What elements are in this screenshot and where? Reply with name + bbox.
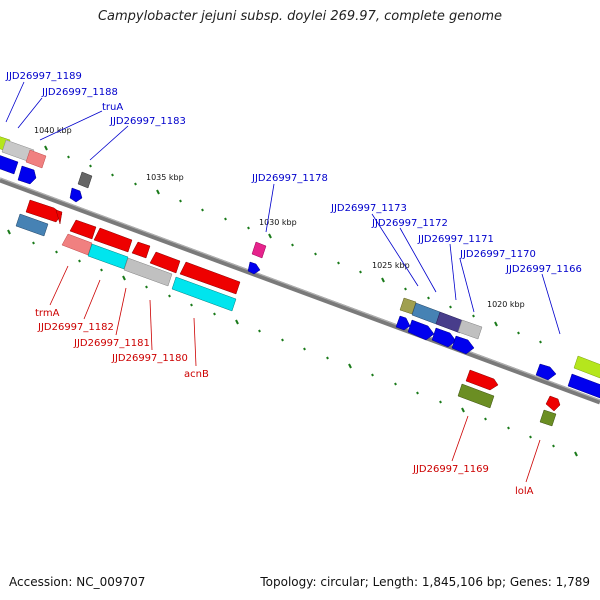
label-jjd26997-1180: JJD26997_1180	[111, 353, 188, 364]
gene-trma[interactable]	[61, 233, 93, 256]
gene-jjd26997-1183[interactable]	[77, 171, 93, 189]
gene-jjd26997-1171[interactable]	[435, 311, 465, 334]
label-jjd26997-1181: JJD26997_1181	[73, 338, 150, 349]
genome-backbone	[0, 177, 600, 405]
gene-red-top-2[interactable]	[93, 227, 133, 253]
ruler-ticks-upper	[44, 145, 542, 344]
gene-jjd26997-1173[interactable]	[399, 297, 417, 315]
gene-small-blue-1178[interactable]	[247, 261, 261, 275]
gene-feature-left-blue-b[interactable]	[17, 165, 37, 185]
gene-red-top-3[interactable]	[131, 241, 151, 259]
label-acnb: acnB	[184, 369, 209, 380]
label-jjd26997-1178: JJD26997_1178	[251, 173, 328, 184]
map-title-overlay: Campylobacter jejuni subsp. doylei 269.9…	[97, 9, 503, 24]
gene-right-blue[interactable]	[567, 373, 600, 399]
label-jjd26997-1169: JJD26997_1169	[412, 464, 489, 475]
kbp-label-1020: 1020 kbp	[487, 300, 525, 309]
label-trua: truA	[102, 102, 123, 113]
leader-lines-blue	[5, 81, 561, 335]
ruler-ticks-lower	[7, 229, 578, 457]
gene-jjd26997-1181[interactable]	[123, 257, 173, 287]
leader-lines-red	[49, 265, 541, 483]
gene-jjd26997-1166[interactable]	[535, 363, 557, 381]
gene-jjd26997-1169-red[interactable]	[465, 369, 499, 391]
kbp-label-1035: 1035 kbp	[146, 173, 184, 182]
gene-small-blue-1183[interactable]	[69, 187, 83, 203]
gene-lola[interactable]	[539, 409, 557, 427]
topology-summary-text: Topology: circular; Length: 1,845,106 bp…	[260, 575, 590, 589]
label-jjd26997-1182: JJD26997_1182	[37, 322, 114, 333]
gene-feature-left-blue-a[interactable]	[0, 154, 19, 175]
label-jjd26997-1171: JJD26997_1171	[417, 234, 494, 245]
gene-jjd26997-1178[interactable]	[251, 241, 267, 259]
gene-cluster-blue-d[interactable]	[451, 335, 475, 355]
gene-jjd26997-1172[interactable]	[411, 302, 441, 325]
accession-text: Accession: NC_009707	[9, 575, 146, 589]
kbp-label-1025: 1025 kbp	[372, 261, 410, 270]
gene-jjd26997-1182[interactable]	[87, 243, 129, 270]
label-jjd26997-1173: JJD26997_1173	[330, 203, 407, 214]
gene-red-top-1[interactable]	[69, 219, 97, 240]
gene-cluster-blue-a[interactable]	[395, 315, 411, 331]
label-jjd26997-1189: JJD26997_1189	[5, 71, 82, 82]
gene-left-steelblue[interactable]	[15, 213, 49, 237]
gene-red-top-5[interactable]	[179, 261, 241, 295]
label-trma: trmA	[35, 308, 60, 319]
gene-red-top-4[interactable]	[149, 251, 181, 274]
gene-left-red-tip[interactable]	[55, 209, 63, 225]
label-jjd26997-1188: JJD26997_1188	[41, 87, 118, 98]
gene-right-green[interactable]	[573, 355, 600, 379]
label-jjd26997-1170: JJD26997_1170	[459, 249, 536, 260]
label-lola: lolA	[515, 486, 534, 497]
gene-feature-left-pink[interactable]	[25, 149, 47, 169]
kbp-label-1030: 1030 kbp	[259, 218, 297, 227]
gene-cluster-blue-b[interactable]	[407, 319, 435, 341]
gene-jjd26997-1169[interactable]	[457, 383, 495, 409]
reverse-genes	[15, 199, 561, 427]
gene-cluster-blue-c[interactable]	[431, 327, 457, 348]
gene-lola-red[interactable]	[545, 395, 561, 412]
label-jjd26997-1166: JJD26997_1166	[505, 264, 582, 275]
forward-genes	[0, 136, 600, 399]
kbp-label-1040: 1040 kbp	[34, 126, 72, 135]
label-jjd26997-1172: JJD26997_1172	[371, 218, 448, 229]
label-jjd26997-1183: JJD26997_1183	[109, 116, 186, 127]
gene-jjd26997-1170[interactable]	[457, 319, 483, 340]
gene-jjd26997-1180[interactable]	[171, 276, 237, 312]
genome-backbone-highlight	[0, 177, 600, 401]
